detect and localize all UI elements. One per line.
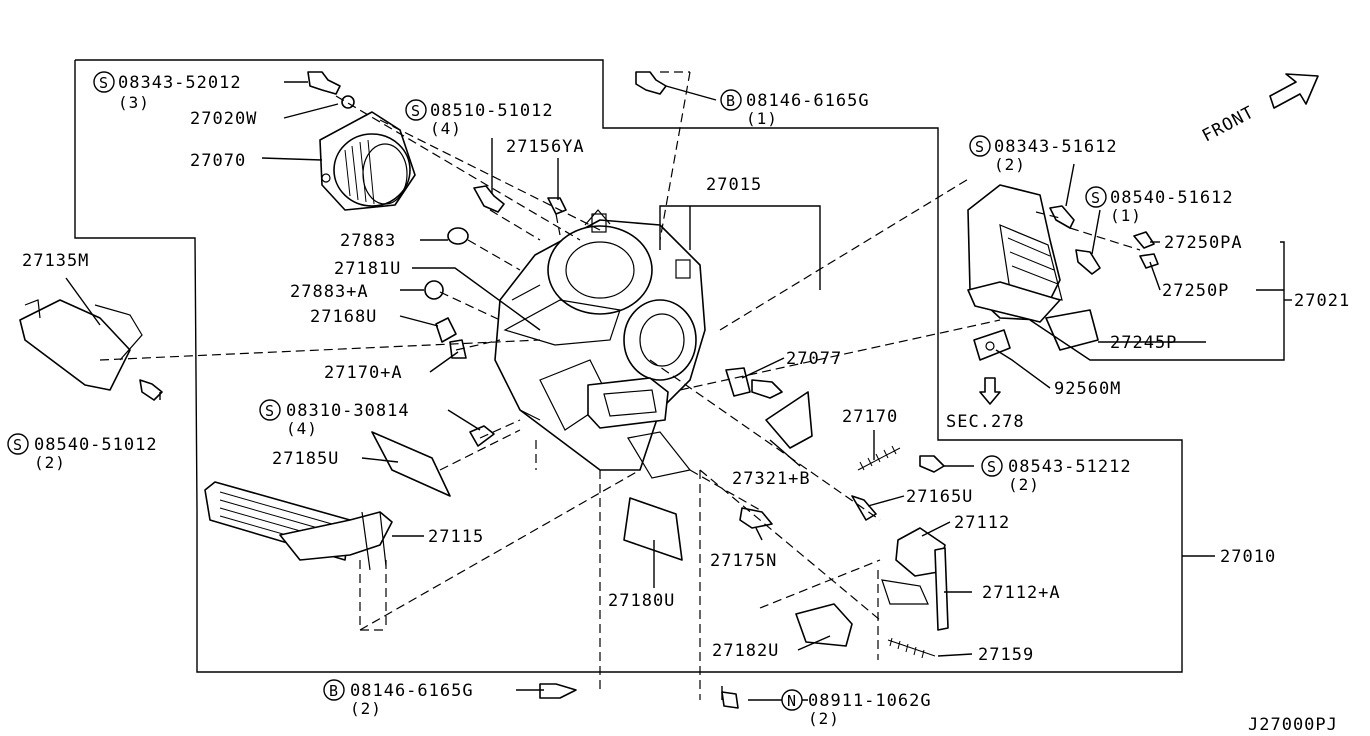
fastener-qty: (4) (286, 419, 318, 438)
label-27170A: 27170+A (324, 363, 403, 383)
label-27250P: 27250P (1162, 281, 1229, 301)
fastener-number: 08343-52012 (118, 73, 242, 93)
label-27185U: 27185U (272, 449, 339, 469)
blower-motor-drawing (319, 111, 416, 211)
fastener-qty: (2) (1008, 475, 1040, 494)
cover-27185U-drawing (371, 431, 451, 497)
badge-letter: S (99, 74, 109, 92)
label-27245P: 27245P (1110, 333, 1177, 353)
leader-lines (65, 81, 1292, 701)
label-27077: 27077 (786, 349, 842, 369)
badge-letter: S (265, 402, 275, 420)
label-27180U: 27180U (608, 591, 675, 611)
duct-27135M-drawing (19, 299, 143, 391)
fastener-08540-51612: S 08540-51612 (1) (1085, 186, 1234, 225)
bolt-drawings (139, 71, 1159, 709)
label-27112: 27112 (954, 513, 1010, 533)
heater-core-drawing (204, 481, 393, 571)
seal-27321B-drawing (765, 391, 813, 449)
heater-case-drawing (494, 209, 706, 479)
label-27115: 27115 (428, 527, 484, 547)
cover-27180U-drawing (623, 497, 683, 561)
fastener-qty: (2) (994, 155, 1026, 174)
label-27010: 27010 (1220, 547, 1276, 567)
label-27883A: 27883+A (290, 282, 369, 302)
label-27159: 27159 (978, 645, 1034, 665)
badge-letter: N (787, 692, 797, 710)
fastener-08343-52012: S 08343-52012 (3) (93, 71, 242, 112)
badge-letter: B (329, 682, 339, 700)
label-27175N: 27175N (710, 551, 777, 571)
label-27321B: 27321+B (732, 469, 811, 489)
badge-letter: B (726, 92, 736, 110)
label-92560M: 92560M (1054, 379, 1121, 399)
label-27135M: 27135M (22, 251, 89, 271)
fastener-qty: (1) (1110, 206, 1142, 225)
label-27165U: 27165U (906, 487, 973, 507)
front-arrow-icon (1269, 73, 1319, 109)
fastener-08146-6165G-bottom: B 08146-6165G (2) (323, 679, 474, 718)
badge-letter: S (411, 102, 421, 120)
fastener-08146-6165G-top: B 08146-6165G (1) (720, 89, 870, 128)
fastener-number: 08540-51612 (1110, 188, 1234, 208)
fastener-number: 08310-30814 (286, 401, 410, 421)
fastener-number: 08543-51212 (1008, 457, 1132, 477)
fastener-08310-30814: S 08310-30814 (4) (259, 399, 410, 438)
badge-letter: S (1091, 189, 1101, 207)
label-27181U: 27181U (334, 259, 401, 279)
label-27168U: 27168U (310, 307, 377, 327)
badge-letter: S (975, 138, 985, 156)
diagram-code: J27000PJ (1248, 715, 1338, 735)
spring-27159-drawing (887, 637, 936, 659)
section-reference: SEC.278 (946, 412, 1025, 432)
label-27021: 27021 (1294, 291, 1350, 311)
fastener-number: 08146-6165G (746, 91, 870, 111)
label-27070: 27070 (190, 151, 246, 171)
label-27250PA: 27250PA (1164, 233, 1243, 253)
fastener-number: 08510-51012 (430, 101, 554, 121)
fastener-number: 08911-1062G (808, 691, 932, 711)
label-27015: 27015 (706, 175, 762, 195)
label-27883: 27883 (340, 231, 396, 251)
fastener-qty: (2) (34, 453, 66, 472)
fastener-08540-51012: S 08540-51012 (2) (7, 433, 158, 472)
front-label: FRONT (1199, 102, 1258, 146)
fastener-08510-51012: S 08510-51012 (4) (405, 99, 554, 138)
fastener-qty: (4) (430, 119, 462, 138)
label-27112A: 27112+A (982, 583, 1061, 603)
fastener-08543-51212: S 08543-51212 (2) (981, 455, 1132, 494)
fastener-qty: (2) (808, 709, 840, 728)
label-27182U: 27182U (712, 641, 779, 661)
spring-27170-drawing (857, 445, 901, 471)
badge-letter: S (987, 458, 997, 476)
fastener-qty: (1) (746, 109, 778, 128)
fastener-qty: (2) (350, 699, 382, 718)
fastener-08911-1062G: N 08911-1062G (2) (781, 689, 932, 728)
fastener-number: 08540-51012 (34, 435, 158, 455)
badge-letter: S (13, 436, 23, 454)
installation-dash-lines (99, 71, 1141, 700)
cover-27182U-drawing (795, 603, 853, 647)
fastener-qty: (3) (118, 93, 150, 112)
fastener-08343-51612: S 08343-51612 (2) (969, 135, 1118, 174)
label-27170: 27170 (842, 407, 898, 427)
fastener-number: 08343-51612 (994, 137, 1118, 157)
fastener-number: 08146-6165G (350, 681, 474, 701)
intake-unit-drawing (967, 184, 1099, 405)
actuator-drawing (881, 527, 949, 631)
label-27156YA: 27156YA (506, 137, 585, 157)
label-27020W: 27020W (190, 109, 257, 129)
